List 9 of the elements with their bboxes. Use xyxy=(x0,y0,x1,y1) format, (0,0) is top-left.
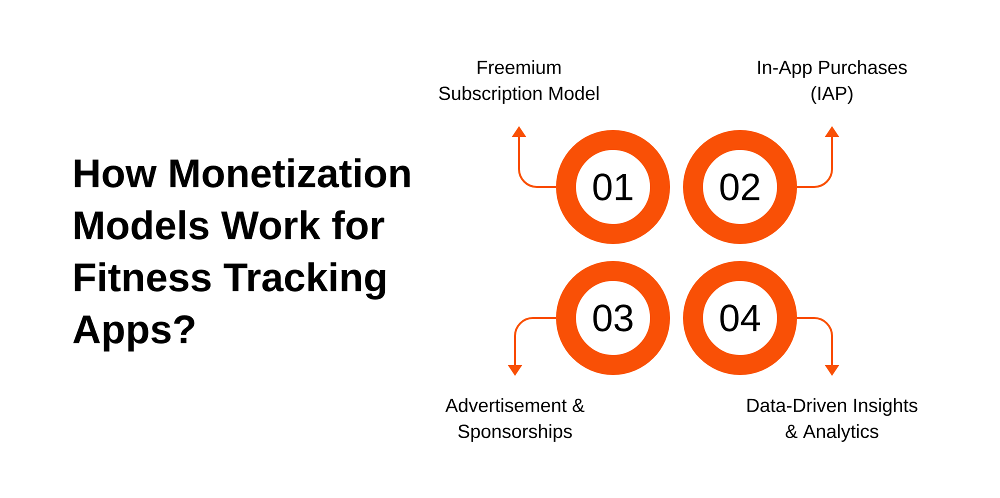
number-ring: 02 xyxy=(683,130,797,244)
step-label: Data-Driven Insights & Analytics xyxy=(748,398,918,442)
heading: How Monetization Models Work for Fitness Tracking Apps? xyxy=(73,158,410,352)
step-label: Freemium Subscription Model xyxy=(439,60,598,104)
number-ring: 01 xyxy=(556,130,670,244)
step-label: In-App Purchases (IAP) xyxy=(758,60,907,104)
number-ring: 04 xyxy=(683,261,797,375)
number-ring: 03 xyxy=(556,261,670,375)
step-label: Advertisement & Sponsorships xyxy=(445,398,584,442)
